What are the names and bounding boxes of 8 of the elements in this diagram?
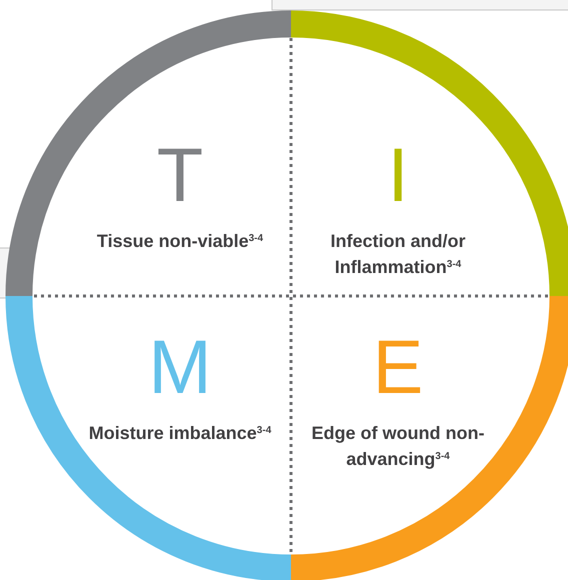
letter-heading: M	[148, 330, 212, 406]
description-text: Infection and/or Inflammation$^{3-4}$	[330, 230, 466, 279]
letter-heading: I	[387, 138, 409, 214]
letter-heading: T	[156, 138, 204, 214]
description-text: Moisture imbalance$^{3-4}$	[88, 422, 272, 445]
description-text: Tissue non-viable$^{3-4}$	[96, 230, 264, 253]
letter-heading: E	[372, 330, 424, 406]
description-text: Edge of wound non-advancing$^{3-4}$	[310, 422, 486, 471]
